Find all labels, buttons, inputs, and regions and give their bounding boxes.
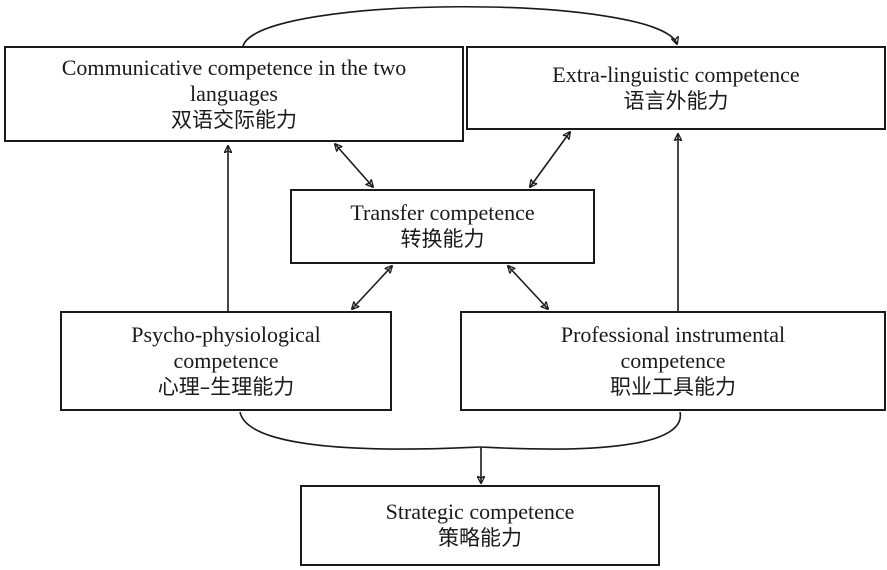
transfer-competence-zh-label: 转换能力: [400, 227, 485, 251]
strategic-competence-label: Strategic competence: [385, 499, 575, 524]
arc-communicative-to-extra: [242, 5, 677, 47]
arrow-extra-transfer: [530, 132, 570, 187]
arrow-communicative-transfer: [335, 144, 373, 187]
arc-bottom-bracket: [239, 411, 681, 450]
strategic-competence-zh-label: 策略能力: [438, 526, 522, 550]
extra-linguistic-competence-label: Extra-linguistic competence: [552, 61, 800, 87]
professional-instrumental-competence-zh-label: 职业工具能力: [610, 374, 736, 399]
communicative-competence-label: Communicative competence in the two lang…: [61, 54, 407, 106]
arrow-psycho-transfer: [352, 266, 392, 309]
transfer-competence-label: Transfer competence: [350, 200, 535, 225]
communicative-competence-zh-label: 双语交际能力: [171, 107, 297, 132]
arrow-professional-transfer: [508, 266, 548, 309]
professional-instrumental-competence-label: Professional instrumental competence: [560, 321, 786, 373]
communicative-competence-box: Communicative competence in the two lang…: [4, 46, 464, 142]
transfer-competence-box: Transfer competence 转换能力: [290, 189, 595, 264]
extra-linguistic-competence-box: Extra-linguistic competence 语言外能力: [466, 46, 886, 130]
professional-instrumental-competence-box: Professional instrumental competence 职业工…: [460, 311, 886, 411]
psycho-physiological-competence-label: Psycho-physiological competence: [131, 321, 321, 373]
psycho-physiological-competence-zh-label: 心理–生理能力: [157, 374, 295, 399]
extra-linguistic-competence-zh-label: 语言外能力: [623, 88, 729, 113]
strategic-competence-box: Strategic competence 策略能力: [300, 485, 660, 566]
psycho-physiological-competence-box: Psycho-physiological competence 心理–生理能力: [60, 311, 392, 411]
